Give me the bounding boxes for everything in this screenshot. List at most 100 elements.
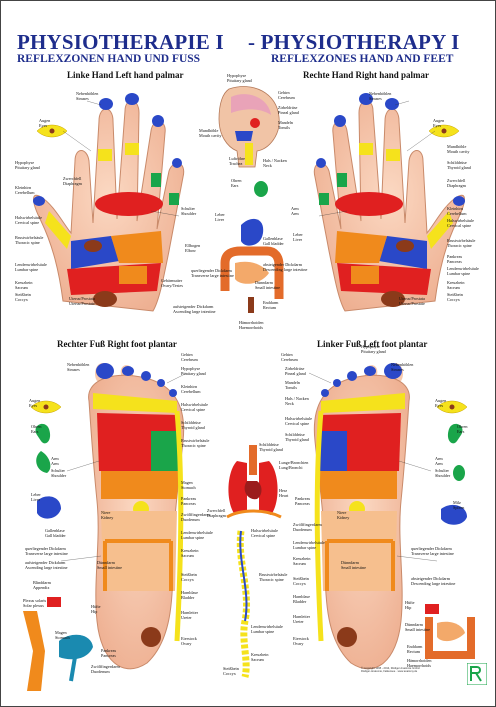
heading-right-hand: Rechte Hand Right hand palmar	[303, 70, 430, 80]
heading-right-foot: Rechter Fuß Right foot plantar	[57, 339, 177, 349]
eye-icon-left-foot	[436, 400, 468, 414]
leader-lines	[60, 100, 438, 562]
center-liver	[241, 218, 264, 246]
eye-icon-right-hand	[428, 124, 460, 138]
eye-icon-left-hand	[36, 124, 68, 138]
ear-icon-left	[35, 423, 51, 444]
eye-icon-right-foot	[30, 400, 62, 414]
title-german: PHYSIOTHERAPIE I	[17, 30, 224, 54]
copyright-line: © Copyright 1995 - 2014, Rüdiger Anatomi…	[361, 667, 420, 670]
title-english: - PHYSIOTHERAPY I	[248, 30, 460, 54]
center-intestine	[220, 246, 284, 313]
center-thorax	[226, 445, 282, 519]
publisher-line: Rüdiger-Anatomie, Falkensee · www.anatom…	[361, 670, 418, 673]
center-head	[218, 86, 280, 168]
heading-left-foot: Linker Fuß Left foot plantar	[317, 339, 428, 349]
center-spine	[236, 530, 251, 678]
ear-icon-right	[447, 423, 463, 444]
right-foot	[88, 363, 185, 670]
